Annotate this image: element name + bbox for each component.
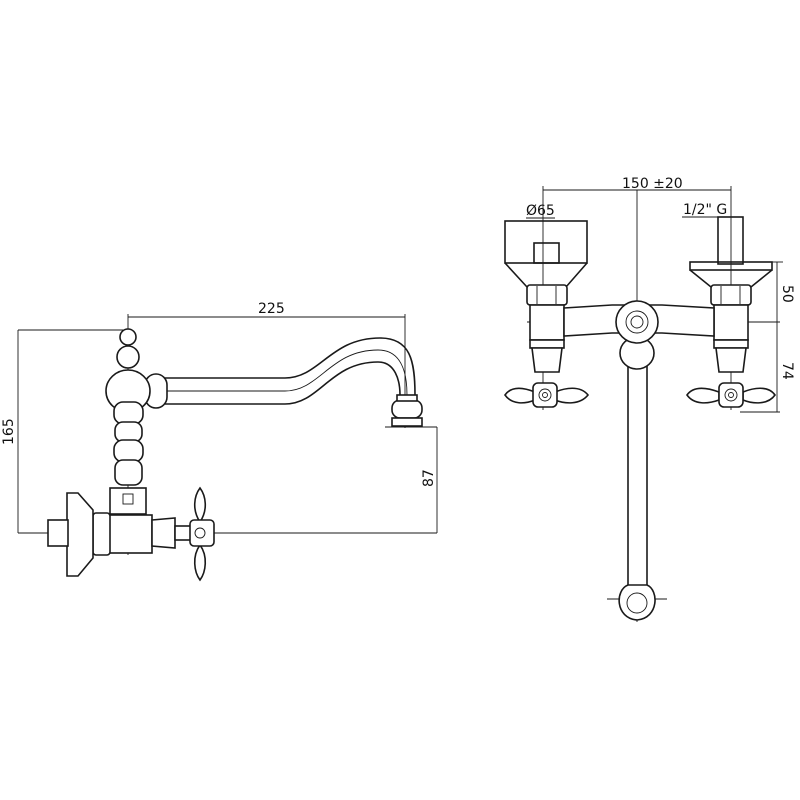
center-hub [615,300,659,344]
dim-total-height: 165 [1,418,17,445]
front-view: 150 ±20 Ø65 1/2" G 50 74 [504,176,795,622]
aerator [391,399,423,419]
left-connector [504,220,588,373]
dim-lower: 74 [779,362,795,380]
dimension-lines [526,186,783,622]
valve-block [109,487,147,515]
dim-spout-reach: 225 [258,301,285,317]
side-view: 225 165 87 [1,301,438,582]
spout [165,337,416,405]
dim-thread: 1/2" G [683,202,727,218]
dim-center-distance: 150 ±20 [622,176,683,192]
dim-upper: 50 [779,285,795,303]
right-handle [686,382,776,408]
wall-flange [66,492,94,577]
top-knob [119,328,137,346]
handle-cross [189,486,215,582]
left-handle [504,382,590,408]
right-connector [689,216,773,373]
body [107,514,153,554]
dim-flange-diameter: Ø65 [526,203,555,219]
spout-vertical [627,359,648,591]
dim-outlet-height: 87 [421,469,437,487]
